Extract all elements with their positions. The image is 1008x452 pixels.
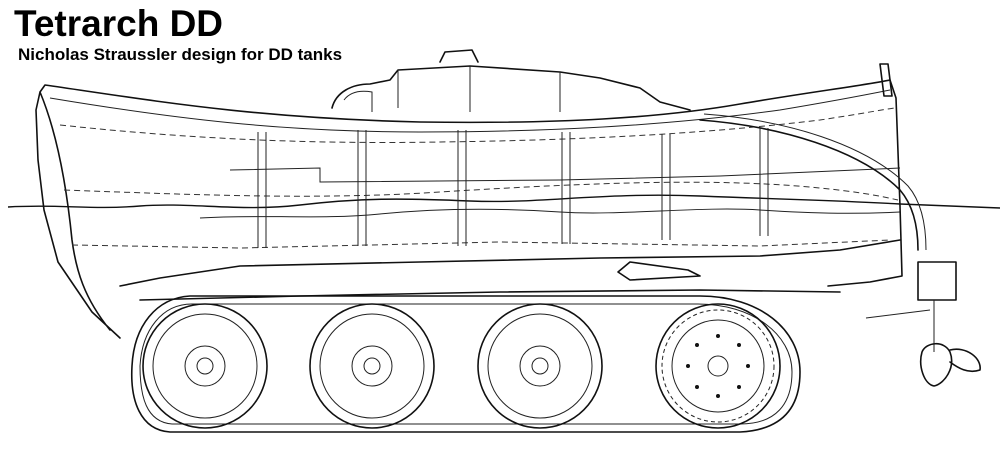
screen-low-line [71, 239, 891, 249]
hull-deck [229, 167, 901, 183]
hose-outer [703, 113, 927, 251]
drawing-subtitle: Nicholas Straussler design for DD tanks [18, 45, 343, 64]
flexible-hose [699, 119, 919, 251]
drawing-title: Tetrarch DD [14, 3, 224, 44]
turret [331, 65, 691, 111]
road-wheel-3 [477, 303, 603, 429]
road-wheel-2 [309, 303, 435, 429]
screen-top-rail [49, 89, 891, 133]
screen-struts [257, 128, 769, 248]
turret-hatch [439, 49, 479, 63]
track [130, 295, 801, 433]
turret-detail [343, 66, 561, 112]
steering-bar [617, 261, 701, 281]
screen-inner-line [59, 107, 896, 143]
water-ripple [199, 208, 901, 219]
sprocket-wheel [655, 303, 781, 429]
flotation-screen [35, 79, 903, 339]
hull [119, 239, 901, 301]
road-wheel-1 [142, 303, 268, 429]
screen-mid-line [63, 181, 899, 201]
waterline [7, 194, 1001, 209]
propeller-assembly [865, 63, 981, 387]
